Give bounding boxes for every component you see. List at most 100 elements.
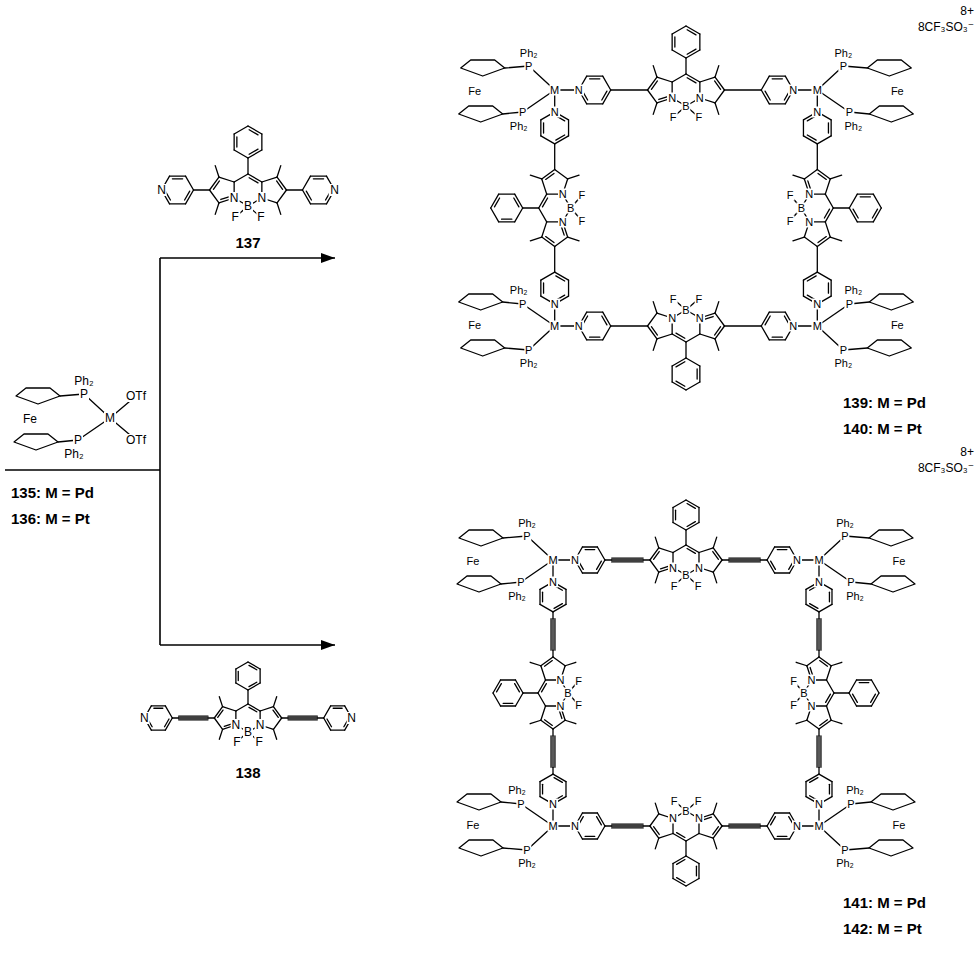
bond-line <box>715 313 724 326</box>
bond-line <box>550 619 551 651</box>
bond-line <box>767 826 775 839</box>
cp-rings <box>14 60 915 856</box>
bond-line <box>612 827 644 828</box>
atom-label: F <box>789 676 798 687</box>
bond-line <box>554 778 562 783</box>
bond-line <box>803 120 804 136</box>
bond-line <box>648 77 657 90</box>
bond-line <box>715 77 724 90</box>
atom-label: F <box>694 293 703 304</box>
bond-line <box>556 135 565 140</box>
bond-line <box>324 706 331 718</box>
phenyl-label: Ph₂ <box>843 121 863 132</box>
bond-line <box>818 736 819 768</box>
bond-line <box>546 237 554 243</box>
bond-line <box>810 604 818 609</box>
phenyl-label: Ph₂ <box>507 591 527 602</box>
bond-line <box>602 91 607 100</box>
compound-label: 139: M = Pd <box>842 395 927 410</box>
phenyl-label: Ph₂ <box>835 858 855 869</box>
reaction-arrow <box>160 644 335 646</box>
bond-line <box>331 705 345 706</box>
bond-line <box>277 203 281 214</box>
bond-line <box>310 203 326 204</box>
bond-line <box>234 174 248 182</box>
atom-label: F <box>578 215 587 226</box>
bond-line <box>234 126 248 134</box>
atom-label: P <box>839 345 848 356</box>
bond-line <box>179 716 208 717</box>
phenyl-label: Ph₂ <box>509 285 529 296</box>
atom-label: Fe <box>467 320 482 331</box>
bond-line <box>818 612 819 619</box>
bond-line <box>170 175 186 176</box>
bond-line <box>491 194 499 208</box>
bond-line <box>568 120 569 136</box>
bond-line <box>724 89 761 90</box>
bond-line <box>603 312 611 326</box>
bond-line <box>582 546 597 547</box>
atom-label: N <box>804 189 814 200</box>
bond-line <box>585 836 595 837</box>
atom-label: N <box>788 85 798 96</box>
bond-line <box>653 103 657 114</box>
atom-label: F <box>574 700 583 711</box>
bond-line <box>655 838 658 849</box>
atom-label: Fe <box>467 86 482 97</box>
bond-line <box>853 694 858 702</box>
bond-line <box>540 604 553 612</box>
bond-line <box>208 717 214 718</box>
bond-line <box>825 194 833 208</box>
bond-line <box>530 662 541 665</box>
bond-line <box>554 604 562 609</box>
bond-line <box>215 166 219 177</box>
bond-line <box>233 134 234 150</box>
bond-line <box>179 717 208 718</box>
atom-label: N <box>668 813 678 824</box>
bond-line <box>825 179 830 194</box>
bond-line <box>860 196 870 197</box>
bond-line <box>820 661 828 667</box>
bond-line <box>249 130 258 135</box>
bond-line <box>713 826 722 838</box>
bond-line <box>724 325 761 326</box>
bond-line <box>555 237 568 246</box>
atom-label: N <box>812 299 822 310</box>
bond-line <box>657 334 672 339</box>
bond-line <box>555 272 569 280</box>
bond-line <box>857 221 873 222</box>
bond-line <box>699 366 700 382</box>
bond-line <box>722 559 729 560</box>
bond-line <box>541 272 555 280</box>
bond-line <box>218 710 223 717</box>
bond-line <box>541 657 553 666</box>
bond-line <box>831 662 842 665</box>
bond-line <box>523 692 538 693</box>
phenyl-label: Ph₂ <box>845 785 865 796</box>
bond-line <box>818 619 819 651</box>
cp-ring <box>457 794 501 810</box>
bond-line <box>686 856 699 864</box>
bond-line <box>729 827 761 828</box>
atom-label: N <box>695 93 705 104</box>
bond-line <box>677 833 685 838</box>
atom-label: N <box>667 93 677 104</box>
metal-label: M <box>104 412 116 424</box>
bond-line <box>713 560 722 572</box>
bond-line <box>655 572 658 583</box>
bond-line <box>554 619 555 651</box>
bond-line <box>672 382 686 390</box>
bond-line <box>542 198 547 207</box>
atom-label: P <box>845 107 854 118</box>
bond-line <box>603 76 611 90</box>
bond-line <box>501 705 516 706</box>
atom-label: P <box>840 845 849 856</box>
bond-line <box>247 158 248 174</box>
bond-line <box>612 559 644 560</box>
bond-line <box>805 782 806 797</box>
bond-line <box>769 103 785 104</box>
bond-line <box>288 716 317 717</box>
bond-line <box>715 327 721 335</box>
bond-line <box>582 812 597 813</box>
bond-line <box>650 814 659 826</box>
